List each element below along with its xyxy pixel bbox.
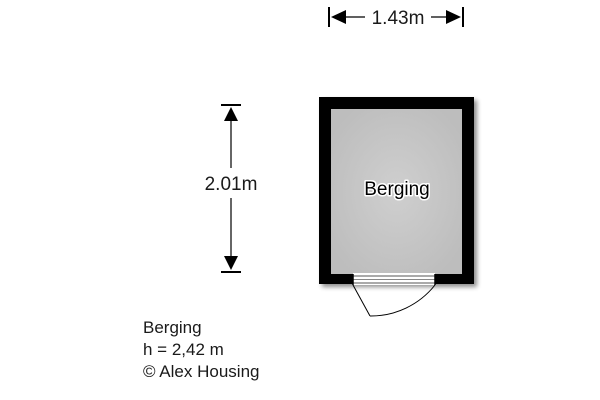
height-arrow-top-icon: [224, 107, 238, 121]
width-dimension: 1.43m: [328, 7, 464, 29]
height-arrow-bottom-icon: [224, 256, 238, 270]
info-room-name: Berging: [143, 318, 202, 337]
width-dimension-label: 1.43m: [372, 8, 425, 29]
door: [352, 273, 436, 317]
room-label: Berging: [364, 179, 430, 200]
door-swing-arc: [369, 284, 436, 317]
door-leaf: [352, 284, 371, 317]
width-arrow-left-icon: [331, 10, 346, 24]
height-dimension-label: 2.01m: [205, 174, 258, 195]
room-floor: [331, 109, 462, 274]
height-dimension: 2.01m: [205, 104, 258, 273]
info-ceiling-height: h = 2,42 m: [143, 340, 224, 359]
info-copyright: © Alex Housing: [143, 362, 260, 381]
width-arrow-right-icon: [446, 10, 461, 24]
room-berging: [319, 97, 474, 284]
plan-info: Berging h = 2,42 m © Alex Housing: [143, 317, 259, 383]
